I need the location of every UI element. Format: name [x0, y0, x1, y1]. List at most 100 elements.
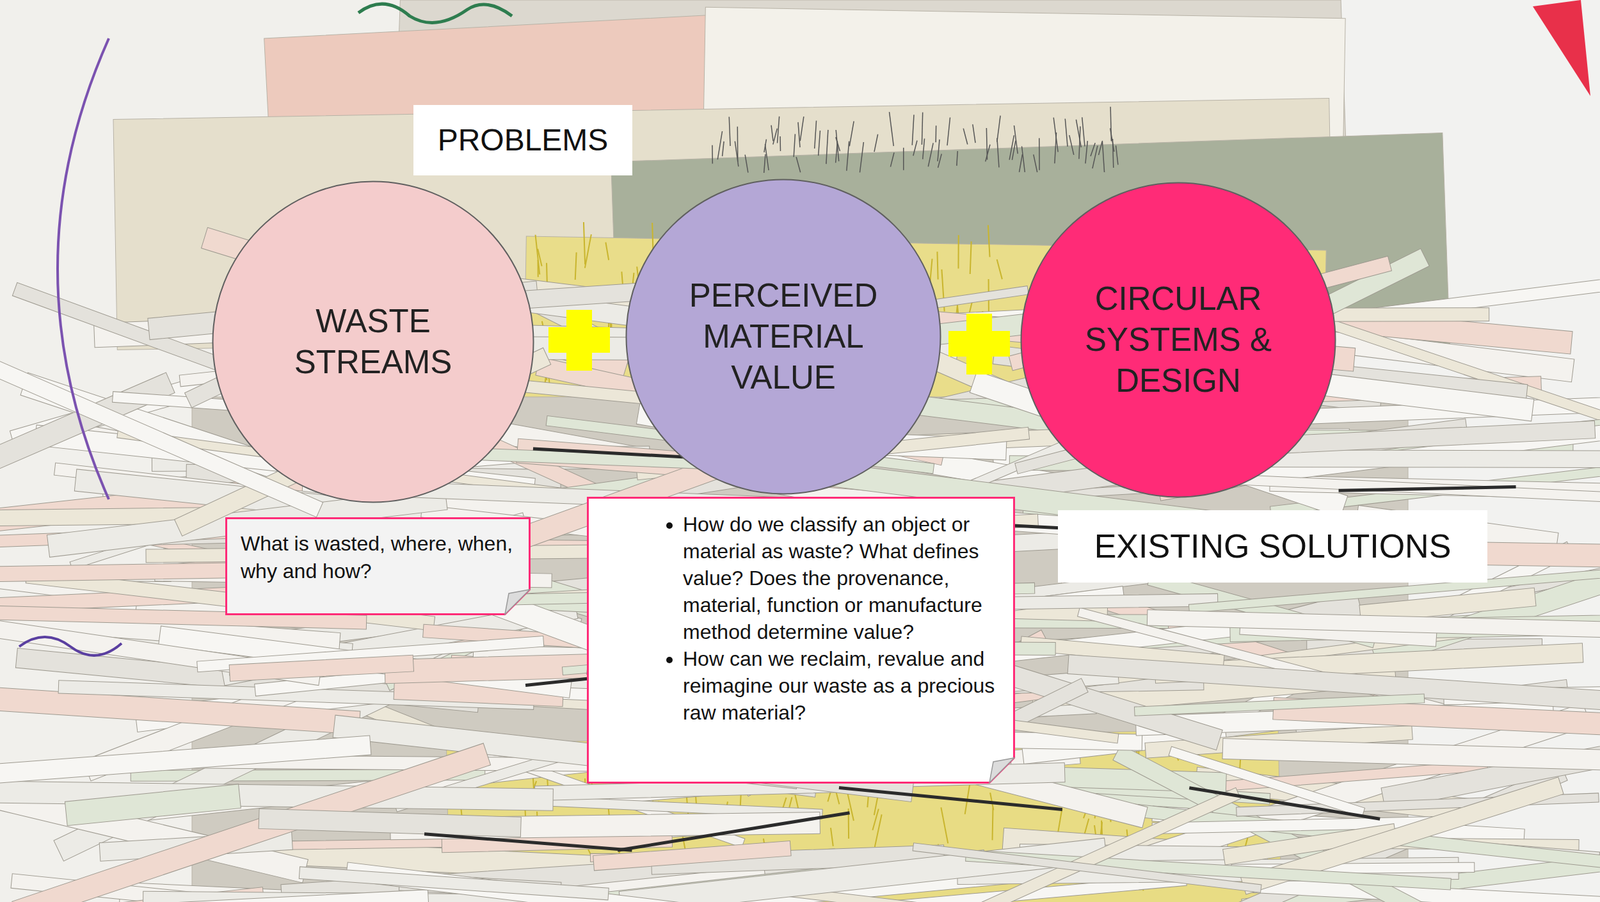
paper-strip — [0, 735, 372, 783]
callout-text: What is wasted, where, when, why and how… — [240, 529, 516, 585]
crayon-scribble — [859, 142, 864, 173]
crayon-scribble — [722, 141, 725, 157]
paper-strip — [64, 784, 241, 826]
crayon-scribble — [912, 114, 914, 145]
pen-arc — [57, 38, 109, 500]
topic-circle: PERCEIVED MATERIAL VALUE — [625, 178, 942, 495]
red-paper-scrap — [1532, 0, 1591, 96]
crayon-scribble — [584, 234, 592, 269]
crayon-scribble — [814, 120, 817, 149]
text-group: What is wasted, where, when, why and how… — [225, 517, 531, 605]
crayon-scribble — [956, 151, 958, 166]
crayon-scribble — [835, 129, 839, 162]
paper-strip — [175, 889, 429, 902]
circle-label: CIRCULAR SYSTEMS & DESIGN — [1063, 278, 1294, 401]
callout-shape — [588, 497, 1015, 783]
crayon-scribble — [922, 138, 925, 159]
circle-label: PERCEIVED MATERIAL VALUE — [668, 275, 899, 398]
crayon-scribble — [1009, 135, 1014, 160]
text-group: PROBLEMS — [437, 121, 609, 159]
crayon-scribble — [890, 152, 895, 167]
circle-label: WASTE STREAMS — [257, 300, 489, 383]
crayon-scribble — [1115, 145, 1118, 165]
crayon-scribble — [938, 153, 943, 168]
crayon-scribble — [1085, 140, 1088, 164]
crayon-scribble — [947, 117, 951, 146]
paper-strip — [1222, 738, 1600, 776]
crayon-scribble — [997, 115, 1001, 143]
dark-paper-edge — [839, 787, 1063, 810]
crayon-scribble — [717, 131, 722, 160]
paper-strip — [258, 808, 521, 837]
crayon-scribble — [985, 144, 991, 162]
crayon-scribble — [963, 128, 968, 145]
paper-strip — [298, 866, 609, 900]
crayon-scribble — [744, 154, 749, 173]
crayon-scribble — [913, 140, 918, 156]
paper-strip — [912, 842, 1262, 893]
paper-strip — [229, 654, 414, 681]
crayon-scribble — [1011, 140, 1016, 160]
paper-strip — [1146, 609, 1600, 638]
pen-squiggle — [358, 3, 512, 23]
crayon-scribble — [1069, 135, 1074, 155]
crayon-scribble — [986, 128, 987, 160]
callout-shape — [226, 518, 530, 615]
heading-label: PROBLEMS — [437, 121, 609, 159]
dark-paper-edge — [424, 833, 632, 850]
crayon-scribble — [846, 141, 850, 171]
crayon-scribble — [583, 222, 585, 265]
heading-label: EXISTING SOLUTIONS — [1094, 526, 1452, 566]
text-group: EXISTING SOLUTIONS — [1094, 526, 1452, 566]
text-group: WASTE STREAMS — [257, 300, 489, 383]
crayon-scribble — [1064, 118, 1068, 146]
crayon-scribble — [605, 242, 609, 261]
crayon-scribble — [1098, 141, 1103, 155]
crayon-scribble — [1019, 154, 1023, 173]
plus-sign — [548, 309, 610, 371]
crayon-scribble — [1082, 117, 1085, 146]
crayon-scribble — [764, 144, 769, 171]
plus-sign — [948, 313, 1010, 375]
crayon-scribble — [773, 128, 778, 145]
crayon-scribble — [796, 156, 801, 173]
pen-squiggle — [19, 636, 122, 656]
paper-strip — [1229, 474, 1600, 511]
crayon-scribble — [728, 117, 731, 146]
folded-corner — [504, 589, 530, 615]
crayon-scribble — [957, 234, 959, 269]
crayon-scribble — [1079, 126, 1081, 159]
crayon-scribble — [537, 259, 539, 278]
crayon-scribble — [992, 807, 994, 841]
crayon-scribble — [798, 122, 800, 148]
section-heading-box: PROBLEMS — [413, 104, 633, 176]
crayon-scribble — [764, 154, 766, 173]
crayon-scribble — [734, 141, 739, 168]
crayon-scribble — [903, 147, 905, 171]
crayon-scribble — [771, 125, 774, 142]
question-callout: What is wasted, where, when, why and how… — [225, 517, 531, 616]
circle-outline — [211, 180, 535, 504]
paper-strip — [618, 837, 1107, 902]
circle-shape — [1021, 183, 1336, 498]
crayon-scribble — [928, 142, 934, 167]
paper-strip — [1134, 693, 1424, 716]
crayon-scribble — [929, 258, 932, 283]
crayon-scribble — [889, 112, 895, 146]
crayon-scribble — [872, 808, 879, 830]
paper-strip — [1168, 746, 1365, 817]
crayon-scribble — [937, 139, 940, 162]
bullet-list: How do we classify an object or material… — [586, 496, 1016, 752]
circle-shape — [213, 181, 534, 503]
crayon-scribble — [997, 138, 1000, 168]
crayon-scribble — [1014, 125, 1019, 154]
crayon-scribble — [1110, 106, 1112, 142]
crayon-scribble — [1022, 146, 1026, 173]
dark-paper-edge — [1189, 787, 1380, 819]
crayon-scribble — [1112, 138, 1114, 168]
bullet-text: How can we reclaim, revalue and reimagin… — [682, 645, 1003, 726]
topic-circle: CIRCULAR SYSTEMS & DESIGN — [1020, 181, 1337, 498]
crayon-scribble — [818, 130, 821, 156]
crayon-scribble — [940, 807, 948, 843]
